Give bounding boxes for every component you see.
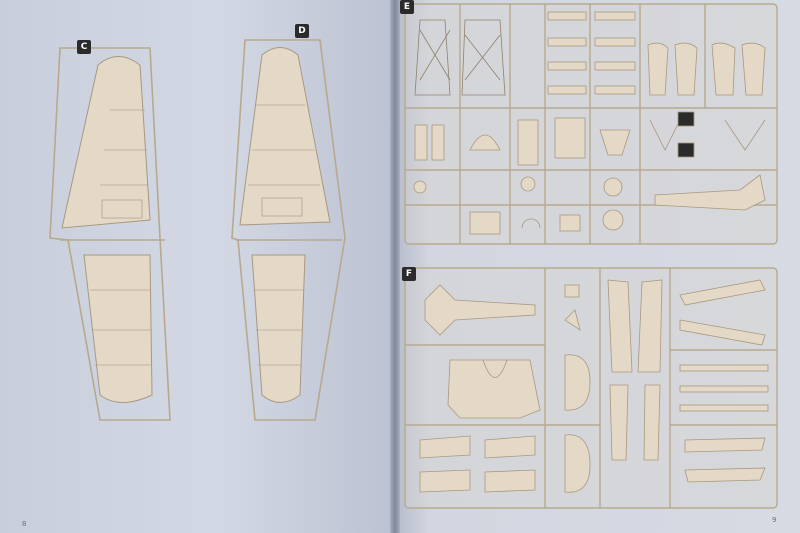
sprue-f-parts bbox=[419, 279, 769, 493]
part-110 bbox=[684, 437, 766, 453]
sprue-c bbox=[49, 47, 171, 421]
part-113 bbox=[609, 384, 629, 461]
part-114 bbox=[643, 384, 661, 461]
left-page-number: 8 bbox=[22, 520, 27, 528]
part-67 bbox=[564, 434, 591, 493]
part-87 bbox=[419, 435, 471, 459]
part-88 bbox=[484, 435, 536, 459]
sprue-f-label: F bbox=[402, 267, 416, 281]
fuselage-part-73 bbox=[424, 284, 536, 336]
part-117 bbox=[637, 279, 663, 373]
part-120 bbox=[679, 319, 766, 346]
fuselage-part-129 bbox=[447, 359, 541, 419]
book-gutter bbox=[390, 0, 400, 533]
left-page bbox=[0, 0, 393, 533]
wing-part-174 bbox=[61, 56, 151, 229]
sprue-e-label: E bbox=[400, 0, 414, 14]
part-116 bbox=[607, 279, 633, 373]
wing-part-175 bbox=[239, 47, 331, 226]
right-page-number: 9 bbox=[772, 516, 777, 524]
wing-part-173 bbox=[251, 254, 306, 403]
sprue-d-label: D bbox=[295, 24, 309, 38]
part-80 bbox=[484, 469, 536, 493]
part-79 bbox=[419, 469, 471, 493]
sprue-c-label: C bbox=[77, 40, 91, 54]
part-68 bbox=[564, 354, 591, 411]
wing-part-172 bbox=[83, 254, 153, 403]
part-118 bbox=[679, 279, 766, 306]
sprue-e-parts bbox=[413, 11, 766, 235]
part-111 bbox=[684, 467, 766, 483]
sprue-d bbox=[231, 39, 346, 421]
